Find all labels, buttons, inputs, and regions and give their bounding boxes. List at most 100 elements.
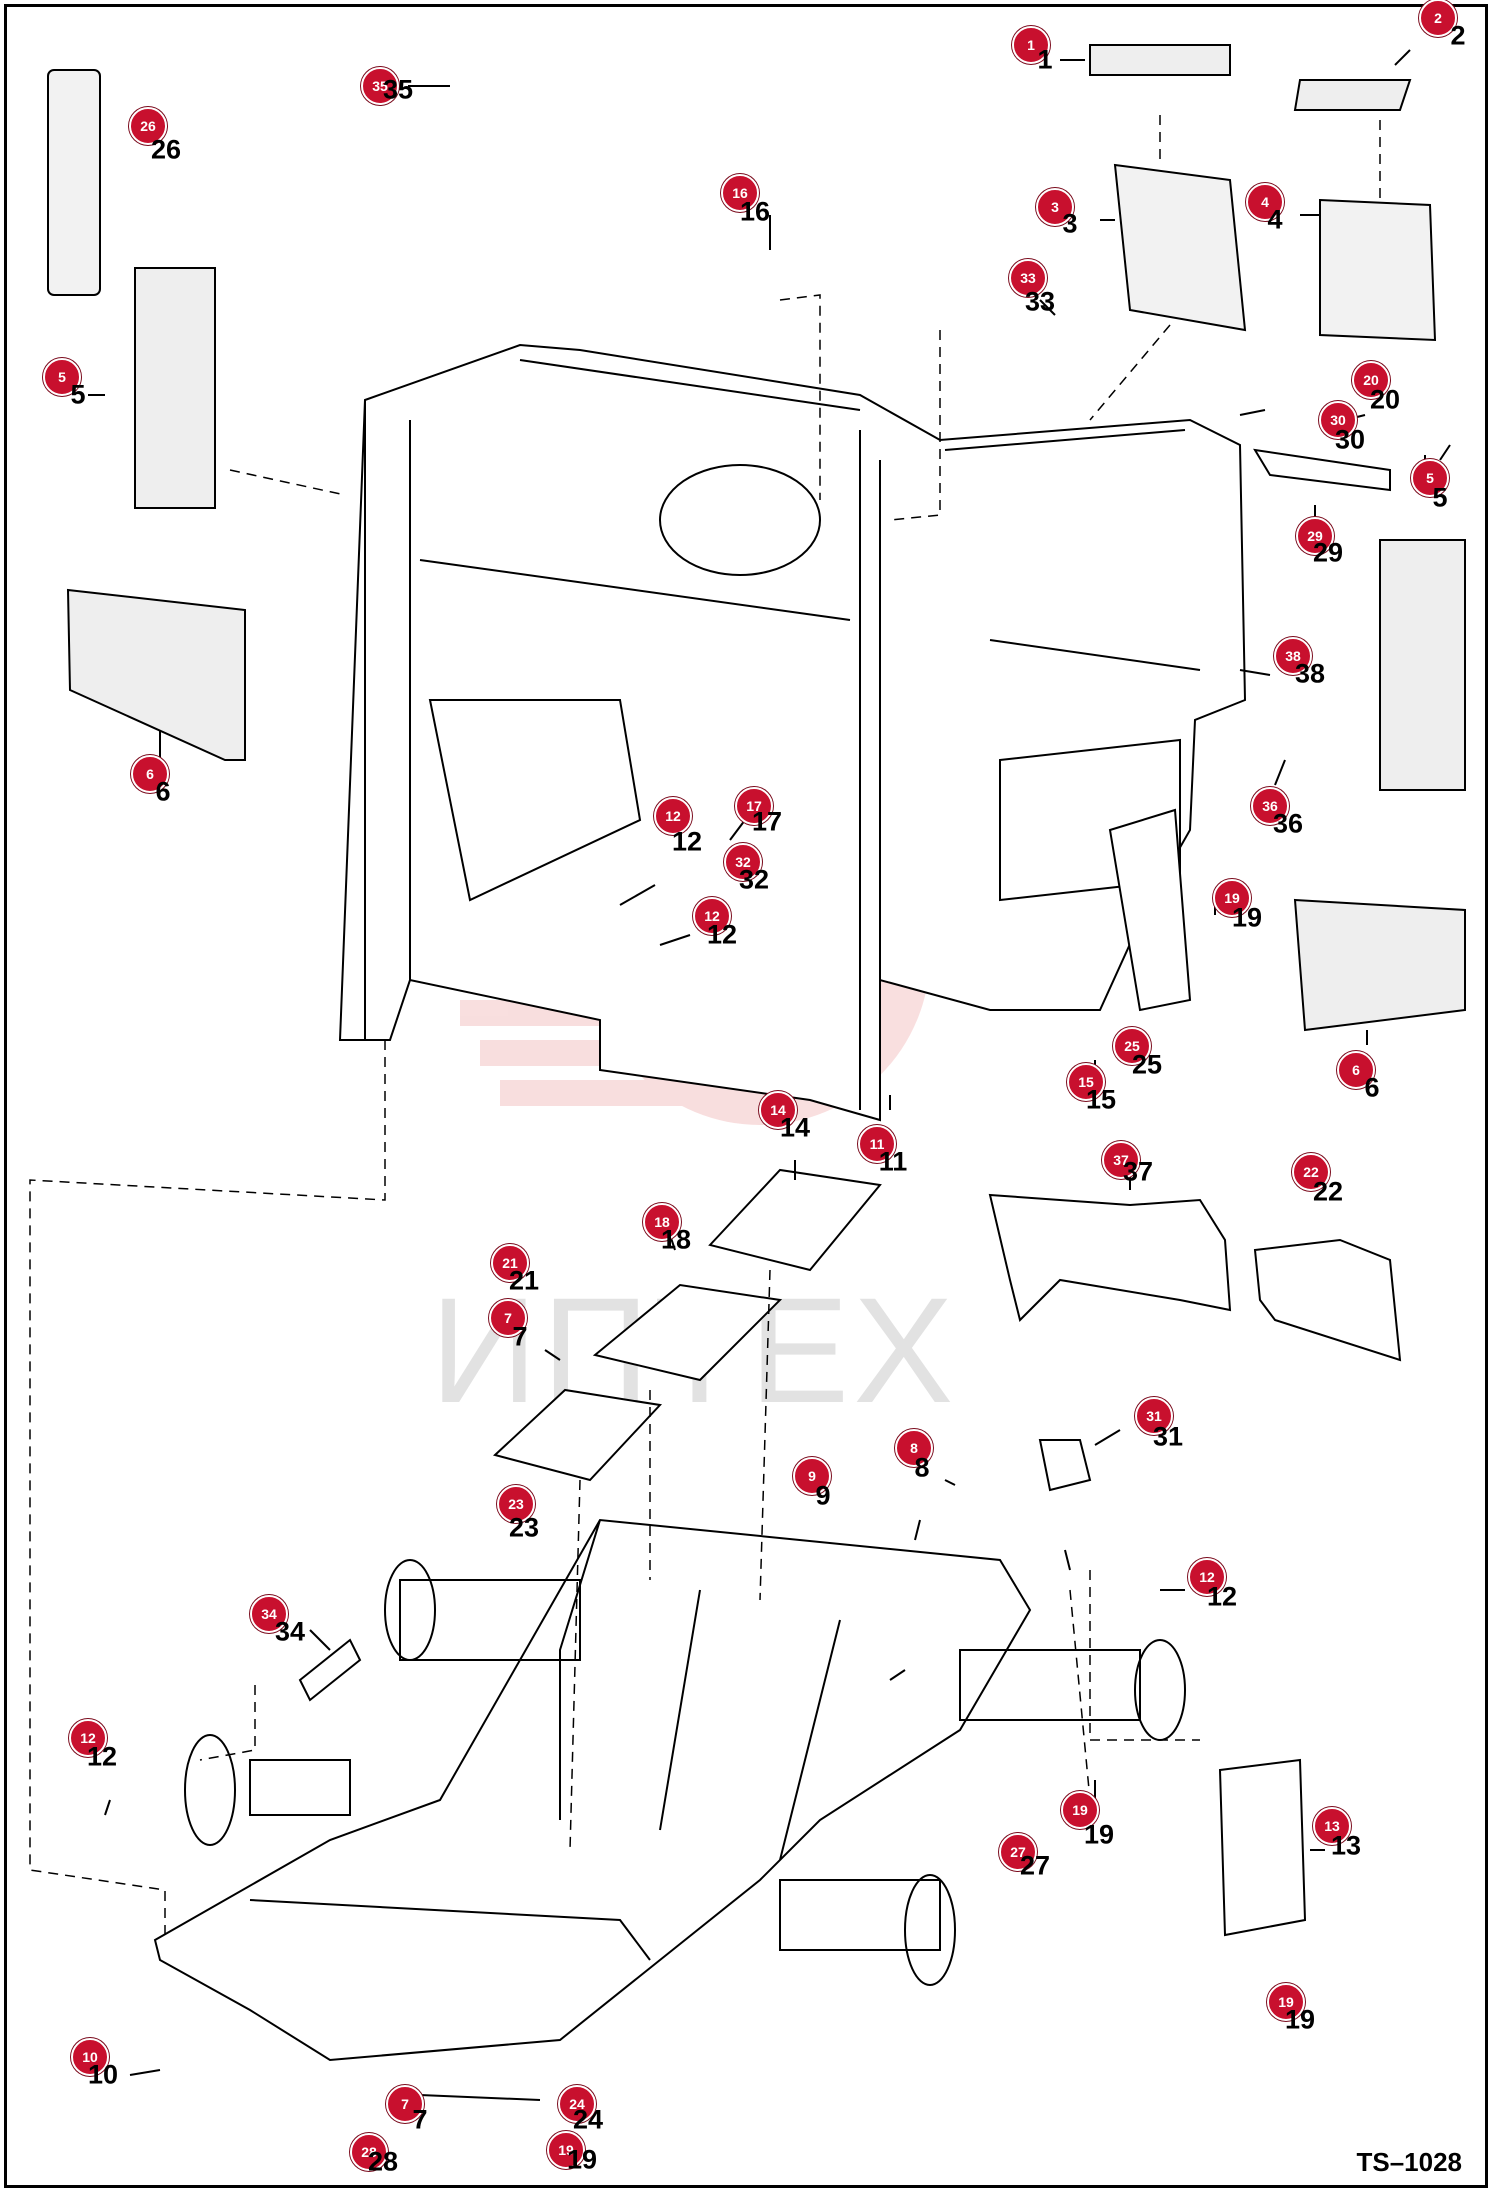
- part-label-16: 16: [739, 196, 771, 227]
- part-label-13: 13: [1330, 1830, 1362, 1861]
- callout-28[interactable]: 28: [350, 2133, 388, 2171]
- callout-19-b[interactable]: 19: [1061, 1791, 1099, 1829]
- plate-18: [592, 1283, 783, 1382]
- callout-33[interactable]: 33: [1009, 259, 1047, 297]
- part-label-30: 30: [1334, 424, 1366, 455]
- callout-27[interactable]: 27: [999, 1833, 1037, 1871]
- panel-3: [1113, 163, 1247, 332]
- part-label-34: 34: [274, 1616, 306, 1647]
- callout-8[interactable]: 8: [895, 1429, 933, 1467]
- part-label-19-b: 19: [1083, 1819, 1115, 1850]
- part-label-1: 1: [1037, 44, 1053, 75]
- part-label-6-right: 6: [1364, 1072, 1380, 1103]
- bar-34: [298, 1638, 362, 1702]
- callout-13[interactable]: 13: [1313, 1807, 1351, 1845]
- callout-37[interactable]: 37: [1102, 1141, 1140, 1179]
- callout-7-lower[interactable]: 7: [386, 2085, 424, 2123]
- callout-6-left[interactable]: 6: [131, 755, 169, 793]
- callout-38[interactable]: 38: [1274, 637, 1312, 675]
- part-label-31: 31: [1152, 1421, 1184, 1452]
- part-label-29: 29: [1312, 537, 1344, 568]
- strip-24: [419, 2094, 541, 2101]
- callout-29[interactable]: 29: [1296, 517, 1334, 555]
- part-label-22: 22: [1312, 1176, 1344, 1207]
- callout-25[interactable]: 25: [1113, 1027, 1151, 1065]
- part-label-4: 4: [1267, 204, 1283, 235]
- part-label-17: 17: [751, 806, 783, 837]
- block-5-left: [134, 267, 216, 509]
- plate-14: [708, 1168, 882, 1272]
- part-label-25: 25: [1131, 1049, 1163, 1080]
- main-frame-outline: [338, 343, 1247, 1122]
- plate-25: [1108, 808, 1192, 1012]
- callout-9[interactable]: 9: [793, 1457, 831, 1495]
- callout-6-right[interactable]: 6: [1337, 1051, 1375, 1089]
- callout-12-c[interactable]: 12: [1188, 1558, 1226, 1596]
- callout-19-d[interactable]: 19: [547, 2131, 585, 2169]
- part-label-26: 26: [150, 134, 182, 165]
- callout-23[interactable]: 23: [497, 1485, 535, 1523]
- plate-1: [1089, 44, 1231, 76]
- fender-22: [1253, 1238, 1402, 1362]
- part-label-11: 11: [878, 1146, 908, 1177]
- part-label-35: 35: [382, 74, 414, 105]
- callout-32[interactable]: 32: [724, 843, 762, 881]
- part-label-37: 37: [1122, 1156, 1154, 1187]
- part-label-19-c: 19: [1284, 2004, 1316, 2035]
- part-label-7-lower: 7: [412, 2104, 428, 2135]
- callout-19-a[interactable]: 19: [1213, 879, 1251, 917]
- part-label-12-c: 12: [1206, 1581, 1238, 1612]
- bracket-29: [1253, 448, 1391, 492]
- callout-4[interactable]: 4: [1246, 183, 1284, 221]
- part-label-2: 2: [1450, 20, 1466, 51]
- part-label-8: 8: [914, 1452, 930, 1483]
- callout-31[interactable]: 31: [1135, 1397, 1173, 1435]
- callout-30[interactable]: 30: [1319, 401, 1357, 439]
- callout-10[interactable]: 10: [71, 2038, 109, 2076]
- callout-35[interactable]: 35: [361, 67, 399, 105]
- lower-frame-outline: [153, 1518, 1032, 2062]
- diagram-frame: [4, 4, 1488, 2188]
- callout-36[interactable]: 36: [1251, 787, 1289, 825]
- part-label-23: 23: [508, 1512, 540, 1543]
- callout-16[interactable]: 16: [721, 174, 759, 212]
- callout-34[interactable]: 34: [250, 1595, 288, 1633]
- part-label-20: 20: [1369, 384, 1401, 415]
- callout-24[interactable]: 24: [558, 2085, 596, 2123]
- callout-5-left[interactable]: 5: [43, 358, 81, 396]
- callout-20[interactable]: 20: [1352, 361, 1390, 399]
- callout-18[interactable]: 18: [643, 1203, 681, 1241]
- part-label-21: 21: [508, 1265, 540, 1296]
- part-label-14: 14: [779, 1112, 811, 1143]
- panel-4: [1319, 198, 1437, 342]
- callout-5-right[interactable]: 5: [1411, 459, 1449, 497]
- callout-2[interactable]: 2: [1419, 0, 1457, 37]
- callout-14[interactable]: 14: [759, 1091, 797, 1129]
- part-label-6-left: 6: [155, 776, 171, 807]
- pad-6-left: [66, 588, 246, 761]
- part-label-27: 27: [1019, 1850, 1051, 1881]
- drawing-reference-code: TS–1028: [1356, 2147, 1462, 2177]
- part-label-9: 9: [815, 1480, 831, 1511]
- callout-1[interactable]: 1: [1012, 26, 1050, 64]
- block-5-right: [1379, 539, 1466, 791]
- callout-11[interactable]: 11: [858, 1125, 896, 1163]
- callout-21[interactable]: 21: [491, 1244, 529, 1282]
- callout-12-b[interactable]: 12: [693, 897, 731, 935]
- callout-12-a[interactable]: 12: [654, 797, 692, 835]
- part-label-18: 18: [660, 1224, 692, 1255]
- callout-7-upper[interactable]: 7: [489, 1299, 527, 1337]
- callout-15[interactable]: 15: [1067, 1063, 1105, 1101]
- callout-26[interactable]: 26: [129, 107, 167, 145]
- callout-17[interactable]: 17: [735, 787, 773, 825]
- callout-19-c[interactable]: 19: [1267, 1983, 1305, 2021]
- part-label-15: 15: [1085, 1084, 1117, 1115]
- plate-23: [492, 1388, 663, 1482]
- callout-22[interactable]: 22: [1292, 1153, 1330, 1191]
- callout-3[interactable]: 3: [1036, 188, 1074, 226]
- callout-12-d[interactable]: 12: [69, 1719, 107, 1757]
- tube-26: [47, 69, 101, 296]
- part-label-24: 24: [572, 2104, 604, 2135]
- part-label-33: 33: [1024, 286, 1056, 317]
